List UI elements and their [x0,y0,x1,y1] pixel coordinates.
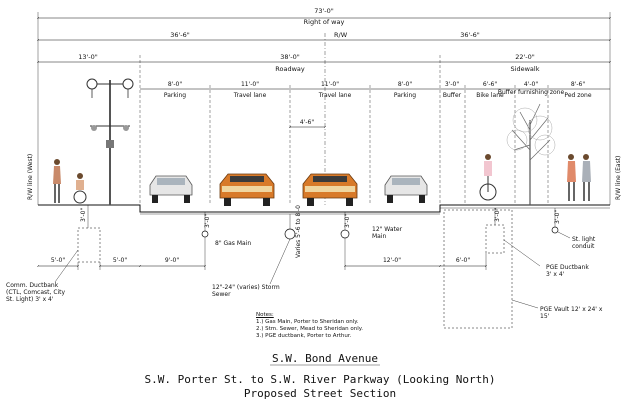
top-dimensions [36,12,612,205]
rw-line-east: R/W line (East) [615,156,622,200]
offset-dim: 12'-0" [383,257,401,264]
lane-gap-width: 4'-6" [300,119,314,126]
parked-car-east-icon [384,175,428,203]
notes-heading: Notes: [256,312,274,318]
left-half-width: 36'-6" [170,31,190,39]
depth-label: 3'-0" [204,214,211,228]
roadway-label: Roadway [275,65,305,73]
zone-width: 4'-0" [524,81,538,88]
zone-width: 11'-0" [321,81,339,88]
zone-width: 8'-0" [168,81,182,88]
offset-dim: 5'-0" [113,257,127,264]
section-extent: S.W. Porter St. to S.W. River Parkway (L… [145,373,496,386]
total-row-width: 73'-0" [314,7,334,15]
rw-centerline-label: R/W [334,31,348,39]
zone-width: 6'-6" [483,81,497,88]
depth-label: 3'-0" [494,208,501,222]
offset-dim: 9'-0" [165,257,179,264]
varies-label: Varies 5'-6 to 8'-0 [295,205,302,258]
water-main-label: 12" Water Main [372,226,403,240]
zone-label: Buffer furnishing zone [498,89,565,96]
section-subtitle: Proposed Street Section [244,387,396,400]
wheelchair-user-icon [73,173,87,204]
offset-dim: 5'-0" [51,257,65,264]
roadway-width: 38'-0" [280,53,300,61]
pge-vault-label: PGE Vault 12' x 24' x 15' [540,306,603,320]
storm-sewer-label: 12"-24" (varies) Storm Sewer [212,284,280,298]
comm-ductbank-label: Comm. Ductbank (CTL, Comcast, City St. L… [6,282,66,303]
notes-block: Notes: 1.) Gas Main, Porter to Sheridan … [256,312,396,340]
road-surface [38,204,610,215]
zone-label: Parking [394,92,416,99]
zone-labels: 8'-0" Parking 11'-0" Travel lane 11'-0" … [164,81,592,99]
zone-label: Travel lane [318,92,352,99]
car-southbound-icon [219,173,275,206]
pge-ductbank-label: PGE Ductbank 3' x 4' [546,264,589,278]
zone-width: 8'-6" [571,81,585,88]
rw-line-west: R/W line (West) [27,154,34,200]
pedestrians-east-icon [567,154,591,201]
depth-label: 3'-0" [554,210,561,224]
zone-label: Ped zone [564,92,591,99]
note-item: 3.) PGE ductbank, Porter to Arthur. [256,333,352,339]
zone-width: 8'-0" [398,81,412,88]
row-label: Right of way [304,18,345,26]
cyclist-icon [479,154,497,201]
depth-label: 3'-0" [80,208,87,222]
depth-label: 3'-0" [344,214,351,228]
utilities-underground [36,205,571,329]
gas-main-label: 8" Gas Main [215,240,252,247]
sidewalk-label: Sidewalk [511,65,540,73]
right-sidewalk-width: 22'-0" [515,53,535,61]
offset-dim: 6'-0" [456,257,470,264]
zone-label: Bike lane [476,92,504,99]
pedestrian-icon [53,159,61,203]
right-half-width: 36'-6" [460,31,480,39]
st-light-conduit-label: St. light conduit [572,236,596,250]
car-northbound-icon [302,173,358,206]
zone-width: 11'-0" [241,81,259,88]
zone-width: 3'-0" [445,81,459,88]
zone-label: Buffer [443,92,462,99]
note-item: 2.) Stm. Sewer, Mead to Sheridan only. [256,326,364,332]
street-name: S.W. Bond Avenue [272,352,378,365]
street-light-icon [86,78,134,205]
left-sidewalk-width: 13'-0" [78,53,98,61]
parked-car-west-icon [149,175,193,203]
note-item: 1.) Gas Main, Porter to Sheridan only. [256,319,359,325]
tree-icon [506,103,556,205]
zone-label: Parking [164,92,186,99]
zone-label: Travel lane [233,92,267,99]
